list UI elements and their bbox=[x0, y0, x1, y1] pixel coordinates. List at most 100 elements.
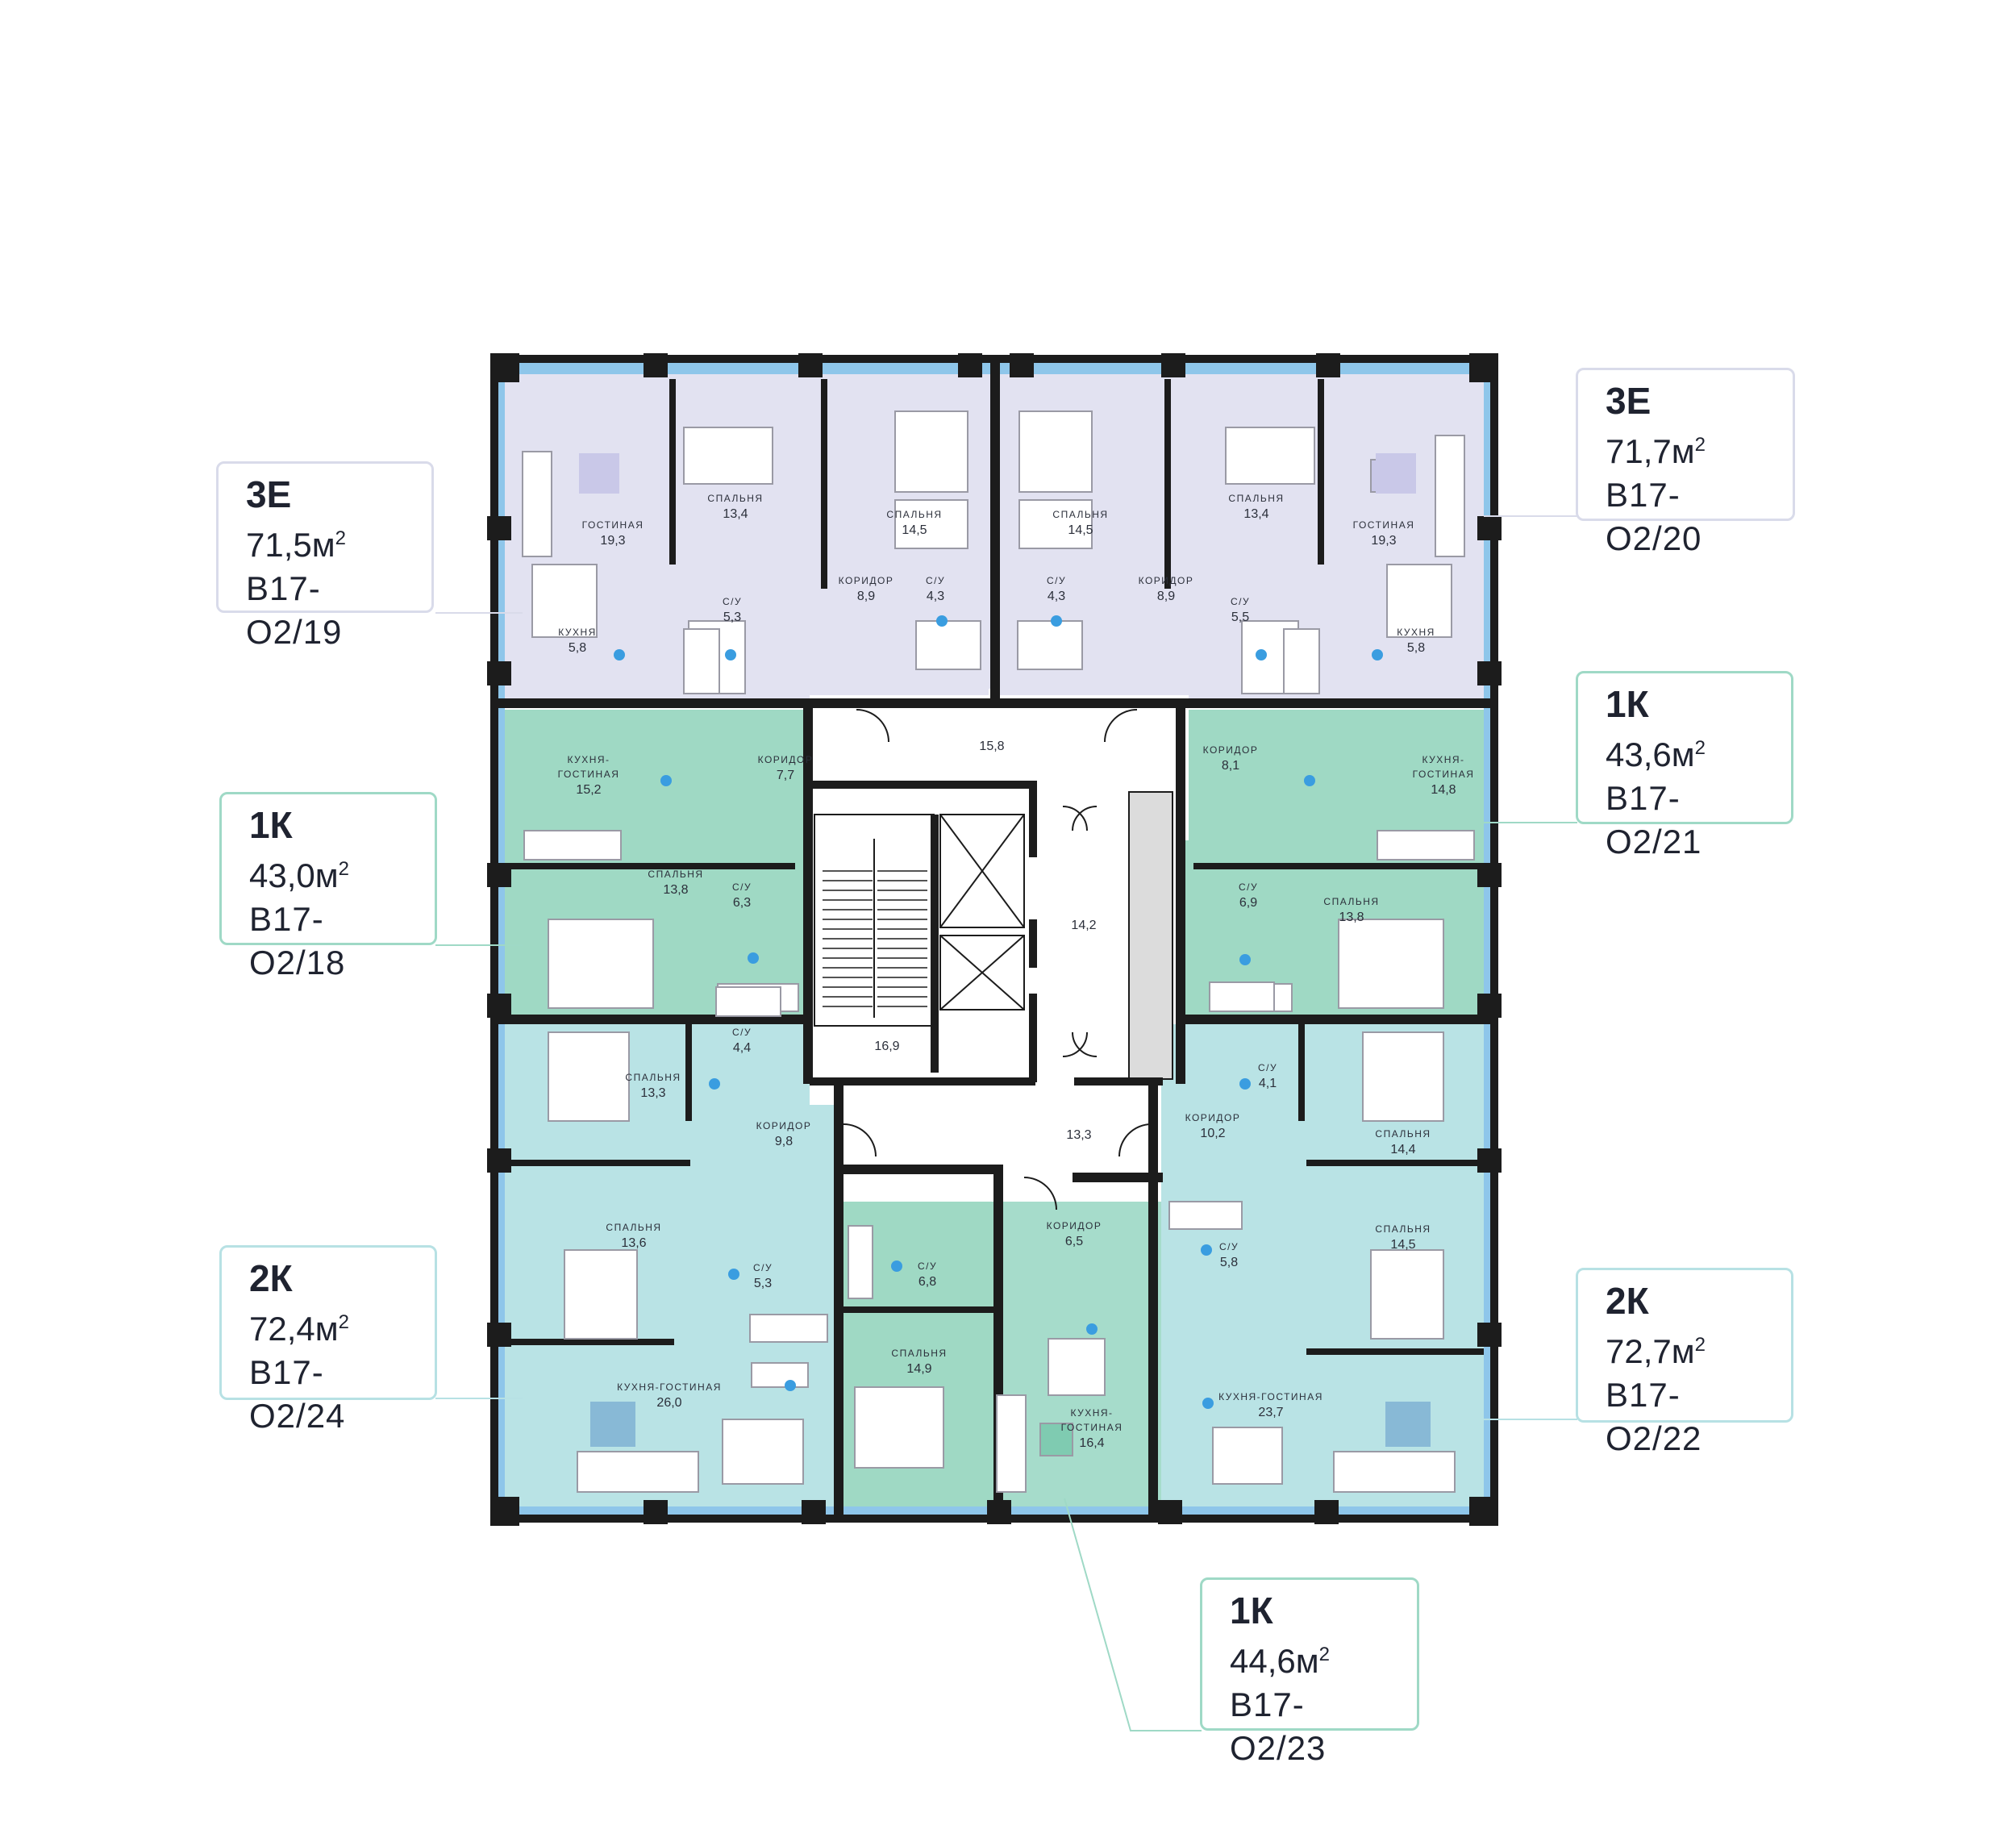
room-area: 8,1 bbox=[1222, 759, 1239, 773]
apartment-type: 1К bbox=[1230, 1590, 1273, 1631]
room-name: С/У bbox=[1219, 1241, 1239, 1252]
water-drop-icons bbox=[614, 615, 1383, 1409]
callout-apartment-21[interactable]: 1К 43,6м2 В17-О2/21 bbox=[1576, 671, 1793, 860]
room-area: 5,8 bbox=[569, 641, 586, 655]
room-name: КУХНЯ- bbox=[1422, 754, 1464, 765]
room-name: СПАЛЬНЯ bbox=[625, 1072, 681, 1083]
apartment-code: В17-О2/19 bbox=[246, 569, 343, 651]
common-area-label: 15,8 bbox=[979, 740, 1004, 753]
room-name: С/У bbox=[918, 1261, 937, 1272]
room-area: 7,7 bbox=[777, 769, 794, 782]
room-area: 10,2 bbox=[1200, 1127, 1225, 1140]
rugs bbox=[579, 453, 1431, 1447]
room-area: 5,8 bbox=[1220, 1256, 1238, 1269]
apartment-type: 1К bbox=[1606, 683, 1649, 725]
room-area: 13,4 bbox=[1243, 507, 1268, 521]
apartment-type: 2К bbox=[1606, 1280, 1649, 1322]
apartment-code: В17-О2/20 bbox=[1606, 476, 1702, 557]
room-name: КОРИДОР bbox=[1203, 744, 1259, 756]
room-area: 14,5 bbox=[902, 523, 927, 537]
apartment-code: В17-О2/18 bbox=[249, 900, 346, 981]
room-name: С/У bbox=[723, 596, 742, 607]
apartment-area: 72,7м2 bbox=[1606, 1332, 1706, 1370]
walls bbox=[487, 353, 1502, 1526]
room-name: С/У bbox=[753, 1262, 773, 1273]
stair-steps bbox=[823, 870, 927, 1007]
callout-apartment-23[interactable]: 1К 44,6м2 В17-О2/23 bbox=[1200, 1577, 1419, 1767]
room-area: 14,9 bbox=[906, 1362, 931, 1376]
room-area: 4,3 bbox=[1048, 590, 1065, 603]
apartment-type: 3Е bbox=[1606, 380, 1652, 422]
room-area: 19,3 bbox=[600, 534, 625, 548]
apartment-type: 1К bbox=[249, 804, 293, 846]
common-area-label: 14,2 bbox=[1071, 919, 1096, 932]
room-name: КОРИДОР bbox=[756, 1120, 812, 1131]
room-area: 4,4 bbox=[733, 1041, 751, 1055]
room-name: СПАЛЬНЯ bbox=[606, 1222, 661, 1233]
room-area: 5,3 bbox=[723, 610, 741, 624]
room-name: КУХНЯ-ГОСТИНАЯ bbox=[617, 1381, 722, 1393]
room-area: 26,0 bbox=[656, 1396, 681, 1410]
room-name: СПАЛЬНЯ bbox=[886, 509, 942, 520]
room-name: СПАЛЬНЯ bbox=[707, 493, 763, 504]
room-area: 19,3 bbox=[1371, 534, 1396, 548]
room-area: 4,1 bbox=[1259, 1077, 1277, 1090]
door-swings bbox=[843, 709, 1152, 1211]
room-name: ГОСТИНАЯ bbox=[1353, 519, 1415, 531]
room-area: 6,8 bbox=[918, 1275, 936, 1289]
stairwell bbox=[814, 814, 935, 1027]
room-name: С/У bbox=[1258, 1062, 1277, 1073]
room-name: СПАЛЬНЯ bbox=[1228, 493, 1284, 504]
callout-apartment-22[interactable]: 2К 72,7м2 В17-О2/22 bbox=[1576, 1268, 1793, 1457]
common-area-label: 13,3 bbox=[1066, 1128, 1091, 1142]
room-name: КУХНЯ- bbox=[567, 754, 610, 765]
apartment-code: В17-О2/21 bbox=[1606, 779, 1702, 860]
room-name: С/У bbox=[1239, 881, 1258, 893]
room-area: 6,9 bbox=[1239, 896, 1257, 910]
room-area: 14,8 bbox=[1431, 783, 1456, 797]
apartment-type: 2К bbox=[249, 1257, 293, 1299]
room-area: 5,3 bbox=[754, 1277, 772, 1290]
common-area-labels: 15,8 14,2 16,9 13,3 bbox=[874, 740, 1096, 1142]
room-area: 4,3 bbox=[927, 590, 944, 603]
room-area: 9,8 bbox=[775, 1135, 793, 1148]
room-name: С/У bbox=[926, 575, 945, 586]
room-name: ГОСТИНАЯ bbox=[1061, 1422, 1123, 1433]
apartment-area: 43,0м2 bbox=[249, 856, 349, 894]
room-name: СПАЛЬНЯ bbox=[1052, 509, 1108, 520]
callout-apartment-24[interactable]: 2К 72,4м2 В17-О2/24 bbox=[219, 1245, 437, 1435]
room-name: ГОСТИНАЯ bbox=[558, 769, 620, 780]
room-name: С/У bbox=[732, 1027, 752, 1038]
room-area: 14,5 bbox=[1390, 1238, 1415, 1252]
room-name: КОРИДОР bbox=[1047, 1220, 1102, 1231]
callout-apartment-19[interactable]: 3Е 71,5м2 В17-О2/19 bbox=[216, 461, 434, 651]
room-area: 13,3 bbox=[640, 1086, 665, 1100]
room-area: 14,5 bbox=[1068, 523, 1093, 537]
room-area: 6,5 bbox=[1065, 1235, 1083, 1248]
room-name: КОРИДОР bbox=[758, 754, 814, 765]
room-area: 5,5 bbox=[1231, 610, 1249, 624]
callout-leaders bbox=[435, 515, 1577, 1731]
room-area: 16,4 bbox=[1079, 1436, 1104, 1450]
apartment-area: 43,6м2 bbox=[1606, 735, 1706, 773]
common-area-label: 16,9 bbox=[874, 1040, 899, 1053]
room-area: 13,8 bbox=[663, 883, 688, 897]
room-name: С/У bbox=[732, 881, 752, 893]
room-area: 13,8 bbox=[1339, 910, 1364, 924]
room-area: 15,2 bbox=[576, 783, 601, 797]
apartment-code: В17-О2/22 bbox=[1606, 1376, 1702, 1457]
room-area: 13,6 bbox=[621, 1236, 646, 1250]
apartment-type: 3Е bbox=[246, 473, 292, 515]
room-name: КОРИДОР bbox=[1185, 1112, 1241, 1123]
room-area: 14,4 bbox=[1390, 1143, 1415, 1156]
callout-apartment-18[interactable]: 1К 43,0м2 В17-О2/18 bbox=[219, 792, 437, 981]
room-name: СПАЛЬНЯ bbox=[1375, 1223, 1431, 1235]
room-area: 8,9 bbox=[1157, 590, 1175, 603]
room-area: 6,3 bbox=[733, 896, 751, 910]
callout-apartment-20[interactable]: 3Е 71,7м2 В17-О2/20 bbox=[1576, 368, 1795, 557]
apartment-code: В17-О2/24 bbox=[249, 1353, 346, 1435]
room-area: 23,7 bbox=[1258, 1406, 1283, 1419]
room-name: СПАЛЬНЯ bbox=[1375, 1128, 1431, 1140]
